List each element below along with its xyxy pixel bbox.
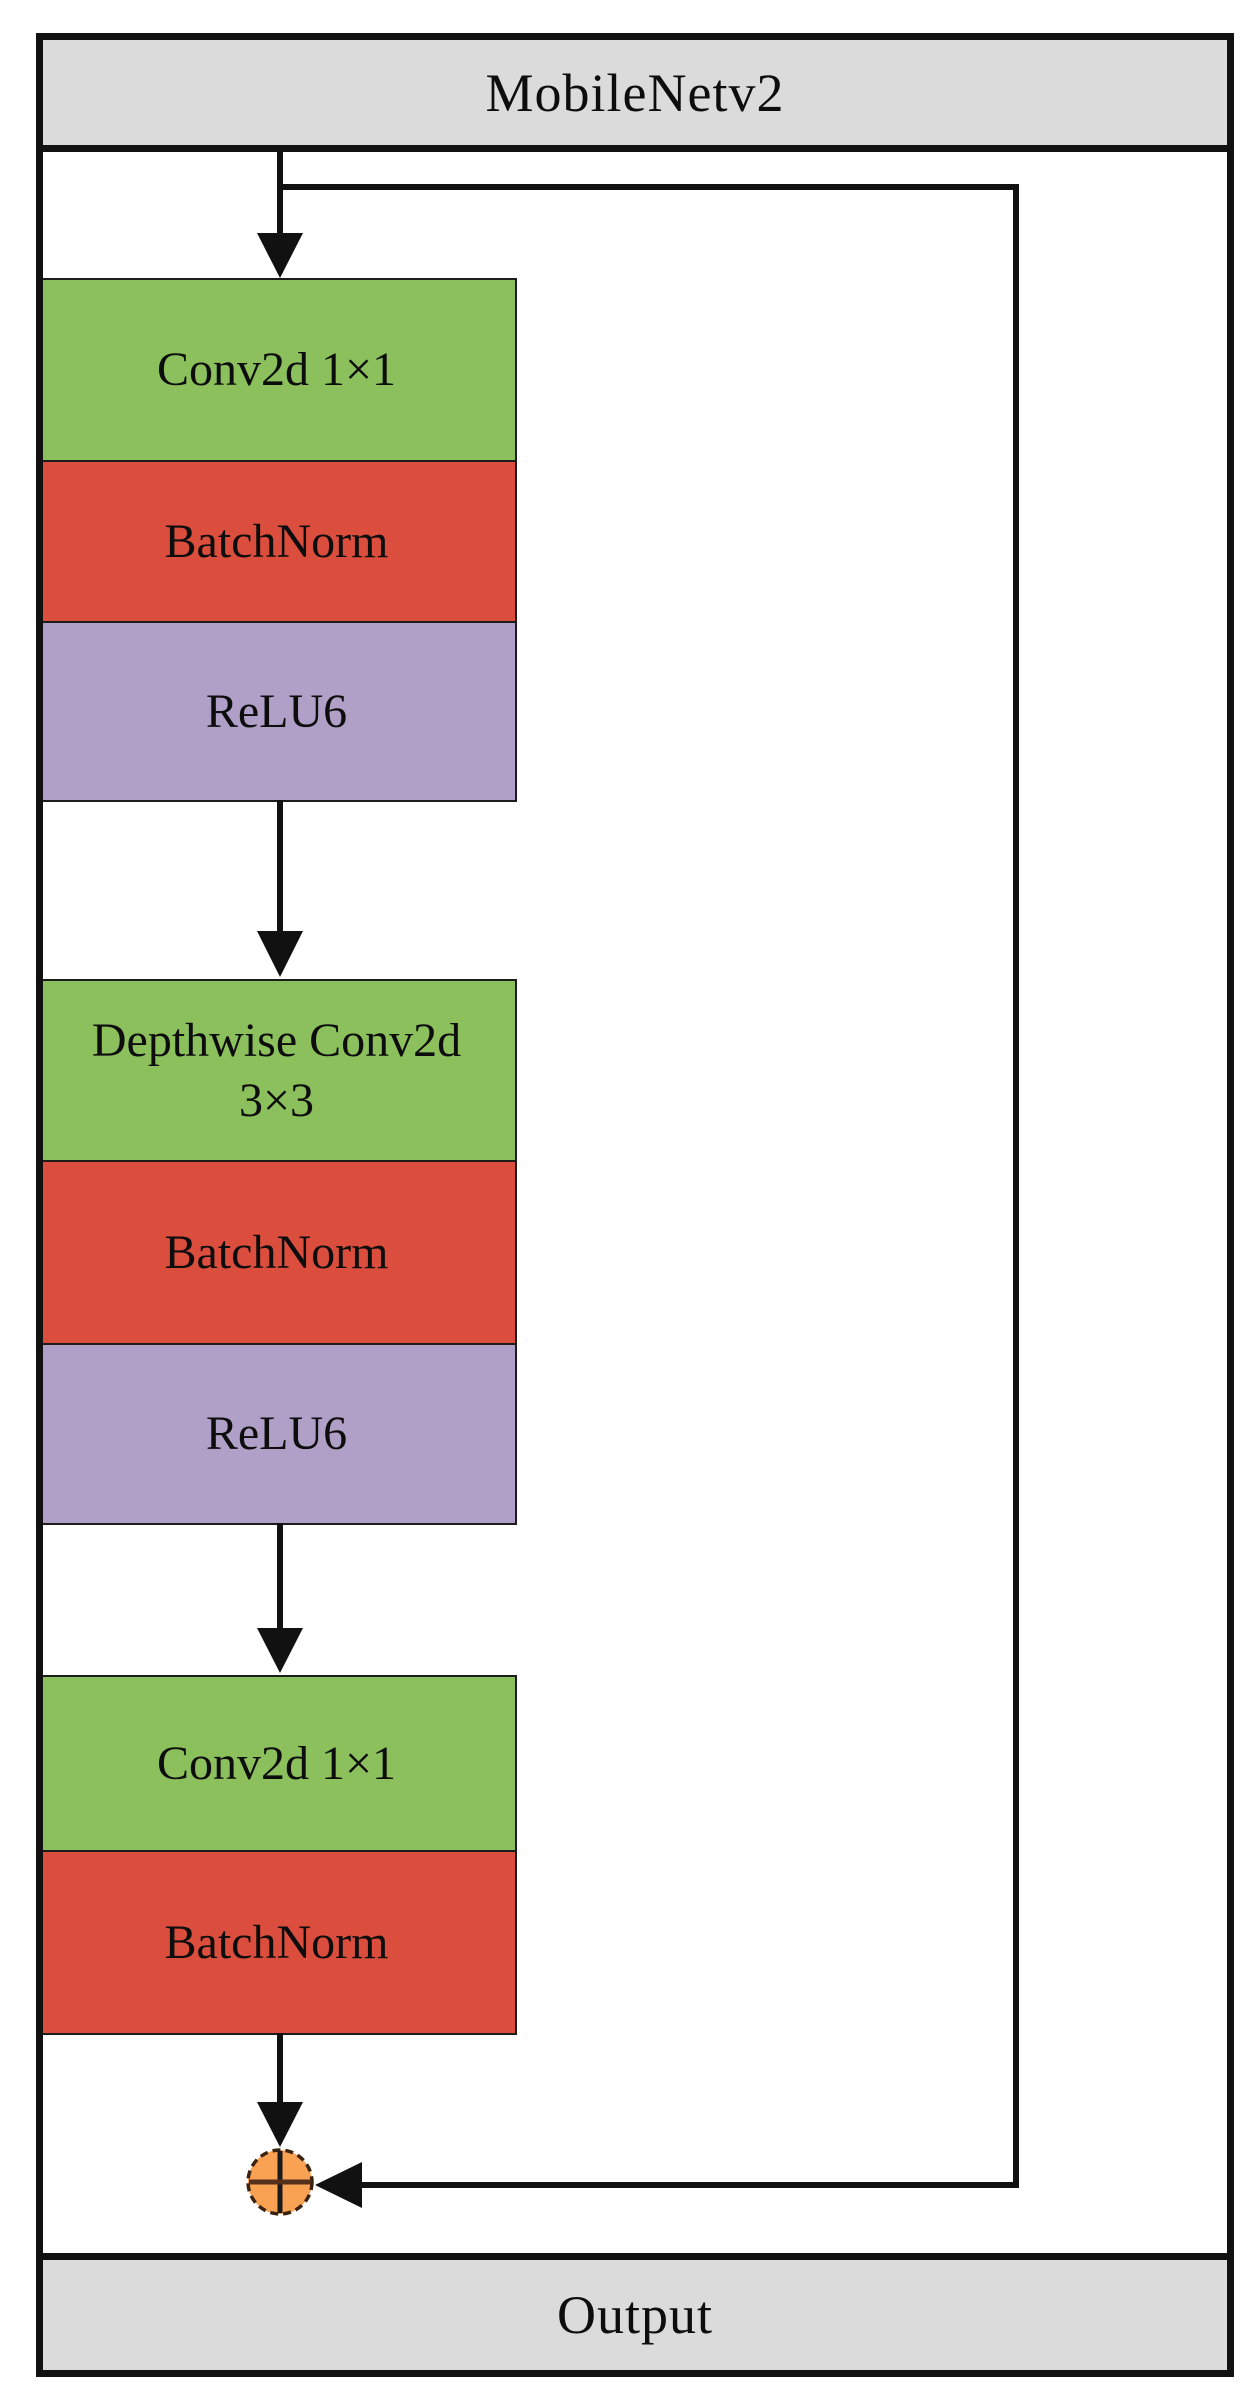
depthwise-conv2d-3x3-block: Depthwise Conv2d 3×3 — [36, 979, 517, 1162]
skip-connection-line — [280, 184, 1019, 2188]
block-label: ReLU6 — [205, 684, 348, 738]
batchnorm-block-2: BatchNorm — [36, 1160, 517, 1345]
block-label-line2: 3×3 — [238, 1073, 315, 1127]
block-label: BatchNorm — [164, 1915, 389, 1969]
output-label: Output — [556, 2285, 713, 2345]
skip-connection-arrow-head — [315, 2162, 362, 2208]
diagram-title: MobileNetv2 — [485, 62, 785, 123]
output-footer: Output — [36, 2253, 1234, 2377]
arrow-header-to-conv1-head — [257, 233, 303, 278]
arrow-batchnorm3-to-add-head — [257, 2102, 303, 2147]
block-label-line1: Depthwise Conv2d — [91, 1013, 462, 1067]
block-label: Conv2d 1×1 — [156, 343, 397, 396]
arrow-relu1-to-depthwise-head — [257, 931, 303, 977]
conv2d-1x1-block-2: Conv2d 1×1 — [36, 1675, 517, 1852]
block-label: BatchNorm — [164, 1225, 389, 1279]
block-label: Conv2d 1×1 — [156, 1736, 397, 1790]
block-label: ReLU6 — [205, 1407, 348, 1460]
relu6-block-2: ReLU6 — [36, 1343, 517, 1525]
arrow-relu2-to-conv2-head — [257, 1628, 303, 1673]
block-label: BatchNorm — [164, 514, 389, 568]
batchnorm-block-3: BatchNorm — [36, 1850, 517, 2035]
batchnorm-block-1: BatchNorm — [36, 460, 517, 623]
